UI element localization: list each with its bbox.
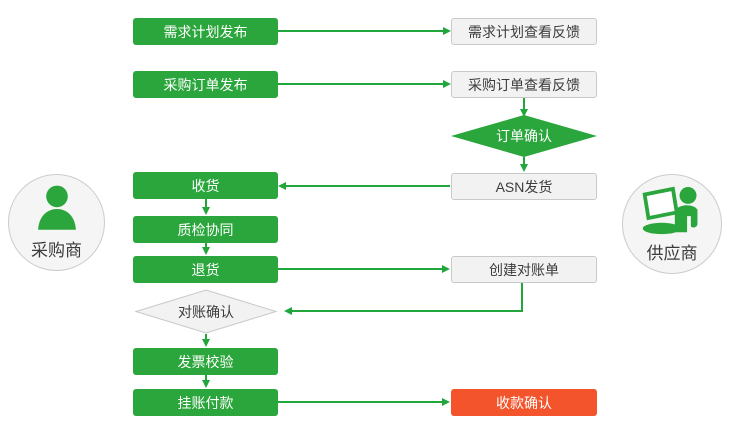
actor-supplier-label: 供应商	[646, 243, 698, 263]
actor-buyer-label: 采购商	[31, 241, 82, 260]
node-return-goods-label: 退货	[191, 261, 220, 278]
node-receipt-confirm: 收款确认	[451, 389, 597, 416]
recon-confirm-diamond-shape	[135, 289, 277, 334]
node-receive-goods: 收货	[133, 172, 278, 199]
actor-buyer: 采购商	[8, 174, 105, 271]
node-recon-confirm: 对账确认	[135, 289, 277, 334]
node-order-confirm: 订单确认	[451, 115, 597, 157]
node-po-release: 采购订单发布	[133, 71, 278, 98]
node-demand-plan-release-label: 需求计划发布	[163, 23, 248, 40]
node-demand-plan-feedback: 需求计划查看反馈	[451, 18, 597, 45]
supplier-laptop-icon	[642, 186, 698, 234]
node-quality-collab-label: 质检协同	[177, 221, 234, 238]
node-asn-ship: ASN发货	[451, 173, 597, 200]
node-quality-collab: 质检协同	[133, 216, 278, 243]
node-receipt-confirm-label: 收款确认	[496, 394, 552, 411]
node-book-payment-label: 挂账付款	[177, 394, 234, 411]
node-create-statement: 创建对账单	[451, 256, 597, 283]
node-receive-goods-label: 收货	[191, 177, 220, 194]
node-po-feedback-label: 采购订单查看反馈	[468, 76, 580, 93]
node-demand-plan-feedback-label: 需求计划查看反馈	[468, 23, 580, 40]
node-create-statement-label: 创建对账单	[489, 261, 559, 278]
buyer-person-icon	[37, 185, 76, 230]
order-confirm-diamond-shape	[451, 115, 597, 157]
node-book-payment: 挂账付款	[133, 389, 278, 416]
node-po-feedback: 采购订单查看反馈	[451, 71, 597, 98]
node-return-goods: 退货	[133, 256, 278, 283]
node-demand-plan-release: 需求计划发布	[133, 18, 278, 45]
node-order-confirm-label: 订单确认	[496, 128, 552, 144]
node-asn-ship-label: ASN发货	[495, 178, 553, 195]
node-invoice-check: 发票校验	[133, 348, 278, 375]
actor-supplier: 供应商	[622, 174, 722, 274]
node-invoice-check-label: 发票校验	[177, 353, 234, 370]
node-recon-confirm-label: 对账确认	[178, 303, 234, 320]
node-po-release-label: 采购订单发布	[163, 76, 248, 93]
